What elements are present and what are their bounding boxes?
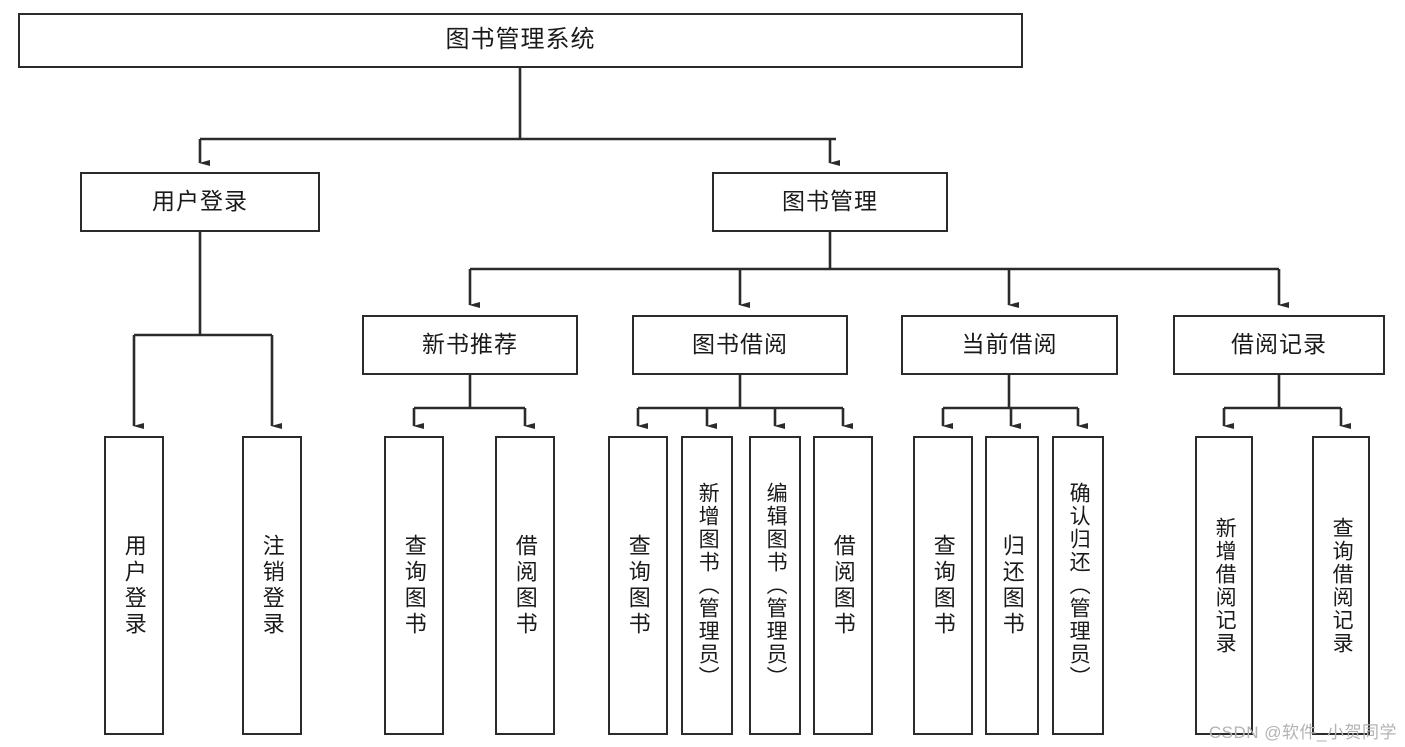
node-new-book-recommend-label: 新书推荐 (422, 331, 518, 358)
node-leaf-add-book-label: 新增图书（管理员） (696, 482, 720, 689)
node-user-login-label: 用户登录 (152, 188, 248, 215)
node-leaf-confirm-return-label: 确认归还（管理员） (1067, 482, 1091, 689)
node-leaf-query-book-3[interactable]: 查询图书 (913, 436, 973, 735)
node-leaf-query-book-1[interactable]: 查询图书 (384, 436, 444, 735)
node-leaf-user-logout-label: 注销登录 (259, 533, 285, 638)
node-leaf-add-book[interactable]: 新增图书（管理员） (681, 436, 733, 735)
node-leaf-edit-book-label: 编辑图书（管理员） (764, 482, 788, 689)
node-leaf-borrow-book-1[interactable]: 借阅图书 (495, 436, 555, 735)
node-book-management[interactable]: 图书管理 (712, 172, 948, 232)
node-leaf-user-login[interactable]: 用户登录 (104, 436, 164, 735)
node-current-borrow-label: 当前借阅 (961, 331, 1058, 358)
node-root-label: 图书管理系统 (445, 26, 596, 54)
node-leaf-return-book[interactable]: 归还图书 (985, 436, 1039, 735)
node-leaf-query-record[interactable]: 查询借阅记录 (1312, 436, 1370, 735)
node-leaf-query-book-1-label: 查询图书 (401, 533, 427, 638)
node-book-borrow[interactable]: 图书借阅 (632, 315, 848, 375)
node-leaf-query-book-3-label: 查询图书 (930, 533, 956, 638)
node-leaf-borrow-book-2[interactable]: 借阅图书 (813, 436, 873, 735)
node-leaf-query-book-2-label: 查询图书 (625, 533, 651, 638)
node-borrow-record[interactable]: 借阅记录 (1173, 315, 1385, 375)
node-user-login[interactable]: 用户登录 (80, 172, 320, 232)
node-root[interactable]: 图书管理系统 (18, 13, 1023, 68)
node-leaf-add-record-label: 新增借阅记录 (1213, 516, 1237, 655)
node-leaf-borrow-book-2-label: 借阅图书 (830, 533, 856, 638)
node-leaf-add-record[interactable]: 新增借阅记录 (1195, 436, 1253, 735)
node-leaf-confirm-return[interactable]: 确认归还（管理员） (1052, 436, 1104, 735)
node-new-book-recommend[interactable]: 新书推荐 (362, 315, 578, 375)
node-leaf-user-logout[interactable]: 注销登录 (242, 436, 302, 735)
node-leaf-borrow-book-1-label: 借阅图书 (512, 533, 538, 638)
node-leaf-query-record-label: 查询借阅记录 (1330, 516, 1354, 655)
csdn-watermark: CSDN @软件_小贺同学 (1208, 723, 1397, 742)
node-book-borrow-label: 图书借阅 (692, 331, 788, 358)
node-book-management-label: 图书管理 (782, 188, 878, 215)
node-borrow-record-label: 借阅记录 (1231, 331, 1327, 358)
node-current-borrow[interactable]: 当前借阅 (901, 315, 1118, 375)
node-leaf-user-login-label: 用户登录 (121, 533, 147, 638)
node-leaf-return-book-label: 归还图书 (999, 533, 1025, 638)
node-leaf-query-book-2[interactable]: 查询图书 (608, 436, 668, 735)
node-leaf-edit-book[interactable]: 编辑图书（管理员） (749, 436, 801, 735)
